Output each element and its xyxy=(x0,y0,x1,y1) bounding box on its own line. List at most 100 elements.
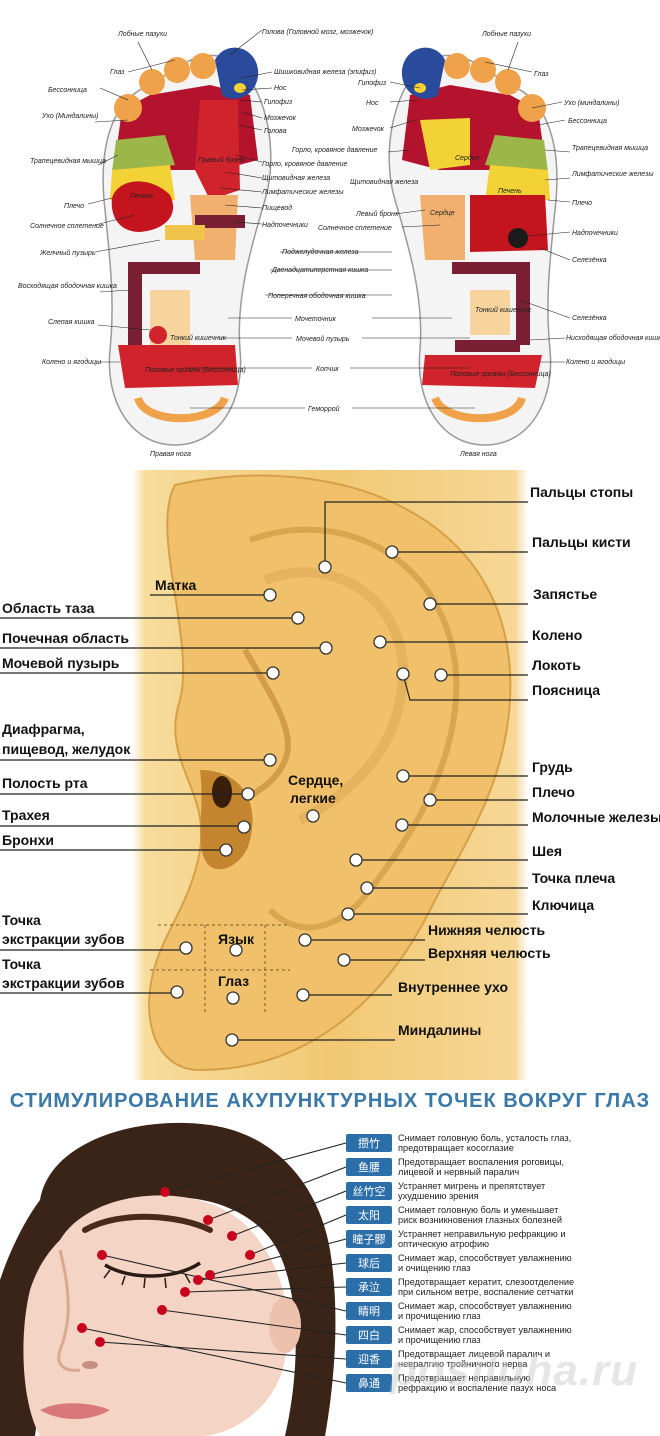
label-mochevoy: Мочевой пузырь xyxy=(296,335,350,343)
label-shchit-l: Щитовидная железа xyxy=(350,178,418,186)
eye-point-badge: 攒竹 xyxy=(346,1134,392,1152)
ear-point xyxy=(306,809,320,823)
ear-points xyxy=(170,545,448,1047)
label-koleno-l: Колено и ягодицы xyxy=(566,358,626,366)
label-solnech-l: Солнечное сплетение xyxy=(318,225,392,232)
ear-label-molochnye: Молочные железы xyxy=(532,809,660,825)
label-bessonnica-l: Бессонница xyxy=(568,118,607,125)
label-pravy-bronh: Правый бронх xyxy=(198,156,245,164)
ear-point xyxy=(291,611,305,625)
label-zhelch-r: Желчный пузырь xyxy=(39,249,96,257)
ear-label-legkie: легкие xyxy=(290,790,336,806)
ear-point xyxy=(229,943,243,957)
eye-acupoint xyxy=(245,1250,255,1260)
ear-point xyxy=(395,818,409,832)
label-gemorroy: Геморрой xyxy=(308,405,340,413)
right-foot-shape xyxy=(102,47,272,446)
ear-point xyxy=(360,881,374,895)
ear-label-matka: Матка xyxy=(155,577,196,593)
watermark-text: posiluha.ru xyxy=(390,1346,639,1395)
ear-point xyxy=(349,853,363,867)
eye-acupoint xyxy=(157,1305,167,1315)
ear-point xyxy=(423,597,437,611)
label-shishk: Шишковидная железа (эпифиз) xyxy=(274,68,376,76)
eye-acupoint xyxy=(203,1215,213,1225)
ear-label-mindaliny: Миндалины xyxy=(398,1022,481,1038)
label-polovye-r: Половые органы (Бессонница) xyxy=(145,367,246,374)
label-niskhod: Нисходящая ободочная кишка xyxy=(566,334,660,342)
label-selezenka-1: Селезёнка xyxy=(572,257,607,264)
label-glaz-r: Глаз xyxy=(110,69,125,76)
ear-label-bronhi: Бронхи xyxy=(2,832,54,848)
label-slepaya-r: Слепая кишка xyxy=(48,319,95,326)
ear-label-lokot: Локоть xyxy=(532,657,581,673)
eye-acupoint xyxy=(160,1187,170,1197)
ear-point xyxy=(434,668,448,682)
eye-acupoint xyxy=(205,1270,215,1280)
label-bessonnica-r: Бессонница xyxy=(48,87,87,94)
label-nos-l: Нос xyxy=(366,100,379,107)
ear-point xyxy=(225,1033,239,1047)
ear-label-ekstrakcii-2: экстракции зубов xyxy=(2,975,125,991)
face-illustration xyxy=(0,1122,347,1436)
label-plecho-l: Плечо xyxy=(572,200,592,207)
ear-point xyxy=(337,953,351,967)
label-lobnye-l: Лобные пазухи xyxy=(481,30,531,38)
eye-point-badge: 承泣 xyxy=(346,1278,392,1296)
eye-point-row: 攒竹 Снимает головную боль, усталость глаз… xyxy=(346,1132,660,1154)
eye-acupoint xyxy=(180,1287,190,1297)
ear-label-polost-rta: Полость рта xyxy=(2,775,88,791)
ear-label-oblast-taza: Область таза xyxy=(2,600,95,616)
eye-acupoint xyxy=(77,1323,87,1333)
ear-point xyxy=(226,991,240,1005)
left-foot-shape xyxy=(388,47,558,446)
ear-acupuncture-diagram: Матка Область таза Почечная область Моче… xyxy=(0,470,660,1080)
label-koleno-r: Колено и ягодицы xyxy=(42,358,102,366)
ear-point xyxy=(319,641,333,655)
ear-point xyxy=(263,753,277,767)
eye-point-row: 鱼腰 Предотвращает воспаления роговицы,лиц… xyxy=(346,1156,660,1178)
ear-label-sheya: Шея xyxy=(532,843,562,859)
label-golova-mozg: Голова (Головной мозг, мозжечок) xyxy=(262,28,373,36)
ear-label-tochka-plecha: Точка плеча xyxy=(532,870,615,886)
label-nadpoch-l: Надпочечники xyxy=(572,229,618,237)
ear-label-poyasnica: Поясница xyxy=(532,682,600,698)
ear-label-plecho: Плечо xyxy=(532,784,575,800)
ear-label-koleno: Колено xyxy=(532,627,582,643)
label-levy-bronh: Левый бронх xyxy=(355,210,399,218)
label-pechen-l: Печень xyxy=(498,188,522,195)
label-gipofiz-r: Гипофиз xyxy=(264,99,293,106)
ear-diagram-svg: Матка Область таза Почечная область Моче… xyxy=(0,474,660,1072)
foot-labels-center: Голова (Головной мозг, мозжечок) Шишкови… xyxy=(261,28,418,413)
label-glaz-l: Глаз xyxy=(534,71,549,78)
ear-point xyxy=(263,588,277,602)
eye-point-badge: 球后 xyxy=(346,1254,392,1272)
foot-reflexology-diagram: Лобные пазухи Глаз Бессонница Ухо (Минда… xyxy=(0,0,660,470)
eye-connector-lines xyxy=(81,1142,347,1384)
eye-acupoints xyxy=(77,1187,255,1347)
label-pishchevod: Пищевод xyxy=(262,204,292,212)
label-golova: Голова xyxy=(264,128,286,135)
ear-label-pochechnaya: Почечная область xyxy=(2,630,129,646)
ear-label-palcy-stopy: Пальцы стопы xyxy=(530,484,633,500)
ear-leader-lines-right xyxy=(302,501,528,996)
label-dvenadc: Двенадцатиперстная кишка xyxy=(271,266,368,274)
eye-point-desc: Снимает головную боль, усталость глаз,пр… xyxy=(398,1133,572,1153)
foot-labels-inside: Правый бронх Печень Тонкий кишечник Поло… xyxy=(130,154,551,378)
eye-panel-title: СТИМУЛИРОВАНИЕ АКУПУНКТУРНЫХ ТОЧЕК ВОКРУ… xyxy=(0,1088,660,1114)
foot-diagram-svg: Лобные пазухи Глаз Бессонница Ухо (Минда… xyxy=(18,28,660,458)
label-trapec-r: Трапецевидная мышца xyxy=(30,157,106,165)
caption-left-foot: Левая нога xyxy=(459,451,497,458)
eye-point-desc: Предотвращает воспаления роговицы,лицево… xyxy=(398,1157,565,1177)
eye-point-badge: 鼻通 xyxy=(346,1374,392,1392)
label-limf-l: Лимфатические железы xyxy=(571,171,654,178)
ear-label-tochka-1: Точка xyxy=(2,912,41,928)
label-selezenka-2: Селезёнка xyxy=(572,315,607,322)
